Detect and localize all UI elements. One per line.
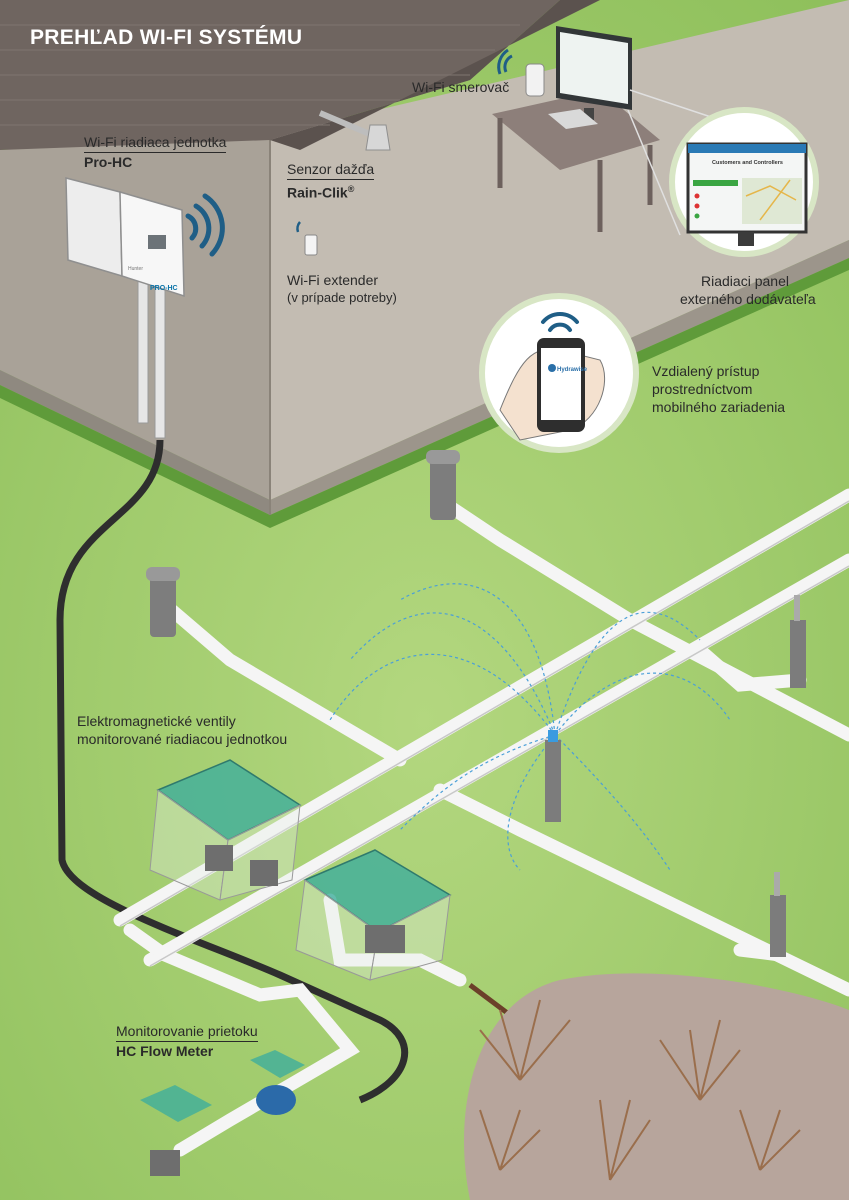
roof-edge	[270, 0, 600, 150]
pipe-network	[113, 488, 849, 1157]
controller-brand-text: PRO-HC	[150, 285, 178, 292]
sprinkler-spray	[329, 583, 731, 871]
mobile-zoom: Hydrawise	[479, 293, 639, 453]
rain-clik-sensor	[318, 110, 391, 151]
roof-shingles	[0, 24, 520, 126]
label-mobile-line3: mobilného zariadenia	[652, 399, 786, 415]
label-controller-model: Pro-HC	[84, 154, 133, 170]
label-extender-name: Wi-Fi extender	[287, 272, 379, 288]
label-valves-line2: monitorované riadiacou jednotkou	[77, 731, 288, 747]
zoom-line	[627, 109, 681, 236]
label-router-name: Wi-Fi smerovač	[412, 79, 510, 95]
phone-wifi-icon	[541, 311, 579, 332]
label-dashboard-line1: Riadiaci panel	[701, 273, 789, 289]
flow-meter-box	[140, 1050, 305, 1176]
rain-sensor-model-text: Rain-Clik	[287, 184, 348, 201]
label-controller-name: Wi-Fi riadiaca jednotka	[84, 133, 227, 153]
extender-wifi-icon	[296, 221, 302, 233]
label-rain-sensor: Senzor dažďa Rain-Clik®	[287, 160, 375, 202]
desktop-monitor	[548, 26, 632, 129]
controller-maker-text: Hunter	[128, 266, 143, 272]
label-extender: Wi-Fi extender (v prípade potreby)	[287, 271, 397, 307]
pro-hc-controller: PRO-HC Hunter	[65, 177, 185, 439]
control-cable	[56, 439, 409, 1104]
dashboard-header-text: Customers and Controllers	[712, 160, 783, 166]
wifi-icon	[185, 193, 225, 257]
label-valves-line1: Elektromagnetické ventily	[77, 713, 236, 729]
label-mobile-line2: prostredníctvom	[652, 381, 753, 397]
pipe-outline	[119, 500, 849, 967]
grass-edge-left	[0, 385, 270, 528]
dashboard-zoom: Customers and Controllers	[669, 107, 819, 257]
wifi-extender	[296, 221, 318, 256]
spray-head	[545, 730, 561, 822]
label-extender-note: (v prípade potreby)	[287, 290, 397, 305]
label-flow-meter: Monitorovanie prietoku HC Flow Meter	[116, 1022, 258, 1060]
foundation-left	[0, 370, 270, 515]
spray-head	[790, 595, 806, 688]
label-router: Wi-Fi smerovač	[412, 78, 509, 96]
page-title: PREHĽAD WI-FI SYSTÉMU	[30, 26, 303, 49]
label-mobile-line1: Vzdialený prístup	[652, 363, 760, 379]
desk	[492, 90, 660, 232]
planting-bed	[464, 973, 849, 1200]
registered-mark: ®	[347, 184, 355, 194]
label-flow-meter-name: Monitorovanie prietoku	[116, 1022, 258, 1042]
valve-box	[149, 759, 302, 901]
label-dashboard-line2: externého dodávateľa	[680, 291, 816, 307]
valve-box	[295, 849, 452, 981]
zoom-line	[629, 89, 721, 121]
label-rain-sensor-name: Senzor dažďa	[287, 160, 375, 180]
phone-app-text: Hydrawise	[557, 367, 588, 373]
label-dashboard: Riadiaci panel externého dodávateľa	[680, 272, 816, 308]
rotor-head	[146, 567, 180, 637]
label-controller: Wi-Fi riadiaca jednotka Pro-HC	[84, 133, 227, 171]
label-rain-sensor-model: Rain-Clik®	[287, 180, 374, 202]
rotor-head	[426, 450, 460, 520]
label-valves: Elektromagnetické ventily monitorované r…	[77, 712, 287, 748]
label-mobile: Vzdialený prístup prostredníctvom mobiln…	[652, 362, 785, 416]
spray-head	[770, 872, 786, 957]
router	[497, 48, 545, 97]
label-flow-meter-model: HC Flow Meter	[116, 1043, 214, 1059]
